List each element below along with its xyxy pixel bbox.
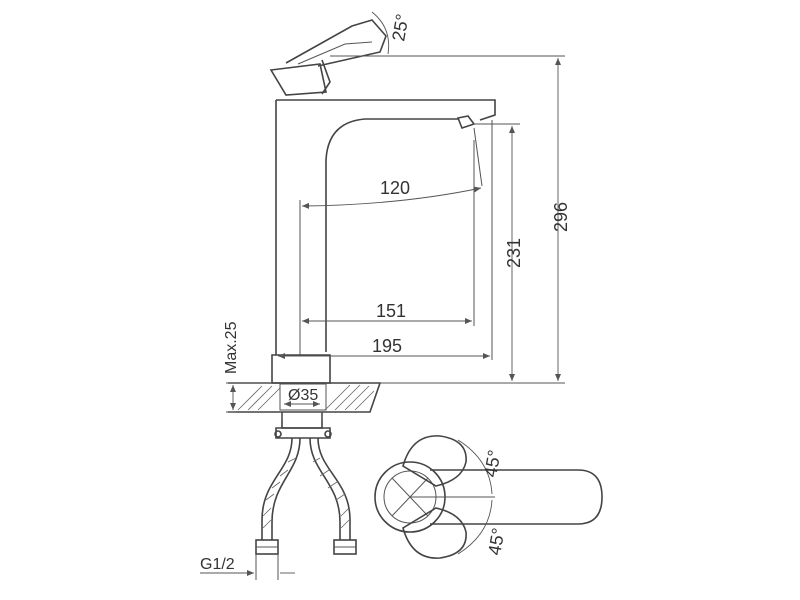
flexible-hoses [255,437,357,555]
dimension-lines [200,11,565,580]
mounting-hardware [274,412,332,439]
aerator [456,115,476,129]
label-spout-height: 231 [504,238,524,268]
label-inner-length: 151 [376,301,406,321]
faucet-top-view [374,435,603,559]
faucet-base [271,354,331,384]
label-base-diameter: Ø35 [288,387,318,404]
label-thread: G1/2 [200,556,235,573]
label-spout-reach: 120 [380,178,410,198]
label-rotation-bottom: 45° [484,526,508,556]
faucet-side-view [228,19,496,555]
label-rotation-top: 45° [480,448,504,478]
label-max-thickness: Max.25 [223,321,240,374]
faucet-body-outline [275,99,496,355]
label-base-length: 195 [372,336,402,356]
label-total-height: 296 [551,202,571,232]
label-handle-angle: 25° [388,12,412,42]
dimension-labels: 25° 296 231 120 151 195 Max.25 Ø35 G1/2 … [200,12,571,573]
handle [269,19,387,96]
